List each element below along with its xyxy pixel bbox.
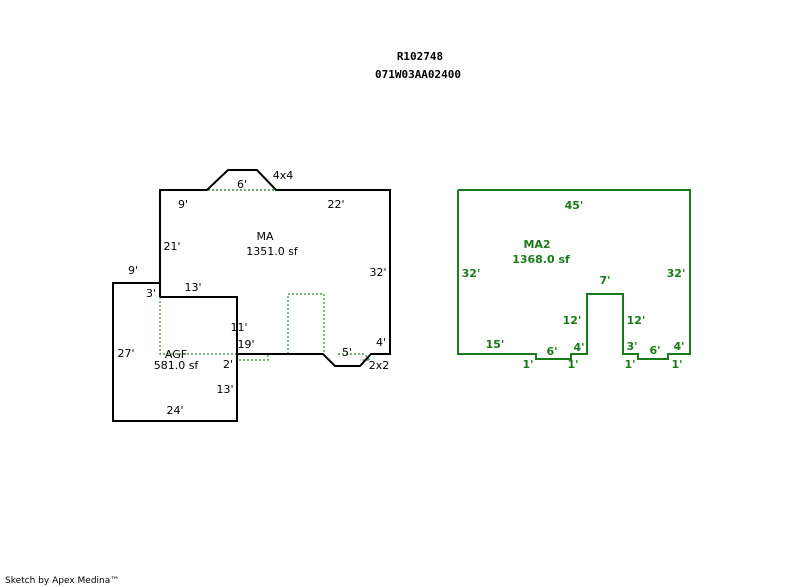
dim-label: 5'	[342, 346, 352, 359]
dim-label: 12'	[563, 314, 582, 327]
dim-label: 6'	[649, 344, 660, 357]
map-number: 071W03AA02400	[375, 68, 461, 81]
ma-area: 1351.0 sf	[246, 245, 299, 258]
ma2-area: 1368.0 sf	[512, 253, 570, 266]
dim-label: 2'	[223, 358, 233, 371]
ma2-code: MA2	[523, 238, 550, 251]
dim-label: 4'	[376, 336, 386, 349]
dim-label: 3'	[626, 340, 637, 353]
dim-label: 2x2	[369, 359, 390, 372]
dim-label: 32'	[667, 267, 686, 280]
left-dotted-lines	[159, 189, 391, 361]
dim-label: 11'	[230, 321, 247, 334]
agf-outline	[112, 282, 238, 422]
dim-label: 7'	[599, 274, 610, 287]
dim-label: 13'	[216, 383, 233, 396]
dim-label: 1'	[671, 358, 682, 371]
dim-label: 13'	[184, 281, 201, 294]
dim-label: 12'	[627, 314, 646, 327]
dim-label: 4x4	[273, 169, 294, 182]
dim-label: 1'	[624, 358, 635, 371]
dim-label: 4'	[573, 341, 584, 354]
dim-label: 45'	[565, 199, 584, 212]
dim-label: 27'	[117, 347, 134, 360]
dim-label: 9'	[128, 264, 138, 277]
dim-label: 6'	[237, 178, 247, 191]
dim-label: 9'	[178, 198, 188, 211]
dim-label: 4'	[673, 340, 684, 353]
dim-label: 15'	[486, 338, 505, 351]
dim-label: 1'	[522, 358, 533, 371]
ma-outline	[159, 169, 391, 367]
dim-label: 22'	[327, 198, 344, 211]
dim-label: 32'	[369, 266, 386, 279]
ma2-outline	[457, 189, 691, 360]
left-dimension-labels: 4x4 6' 9' 22' 21' 32' 9' 3' 13' 11' 19' …	[117, 169, 389, 417]
agf-area: 581.0 sf	[154, 359, 200, 372]
dim-label: 6'	[546, 345, 557, 358]
dim-label: 32'	[462, 267, 481, 280]
dim-label: 24'	[166, 404, 183, 417]
left-area-labels: MA 1351.0 sf AGF 581.0 sf	[154, 230, 299, 372]
agf-code: AGF	[165, 348, 187, 361]
dim-label: 1'	[567, 358, 578, 371]
parcel-id: R102748	[397, 50, 443, 63]
dim-label: 21'	[163, 240, 180, 253]
ma-code: MA	[256, 230, 273, 243]
sketch-credit: Sketch by Apex Medina™	[5, 576, 119, 586]
dim-label: 19'	[237, 338, 254, 351]
right-area-labels: MA2 1368.0 sf	[512, 238, 570, 266]
right-dimension-labels: 45' 32' 32' 7' 12' 12' 15' 6' 4' 3' 6' 4…	[462, 199, 686, 371]
dim-label: 3'	[146, 287, 156, 300]
